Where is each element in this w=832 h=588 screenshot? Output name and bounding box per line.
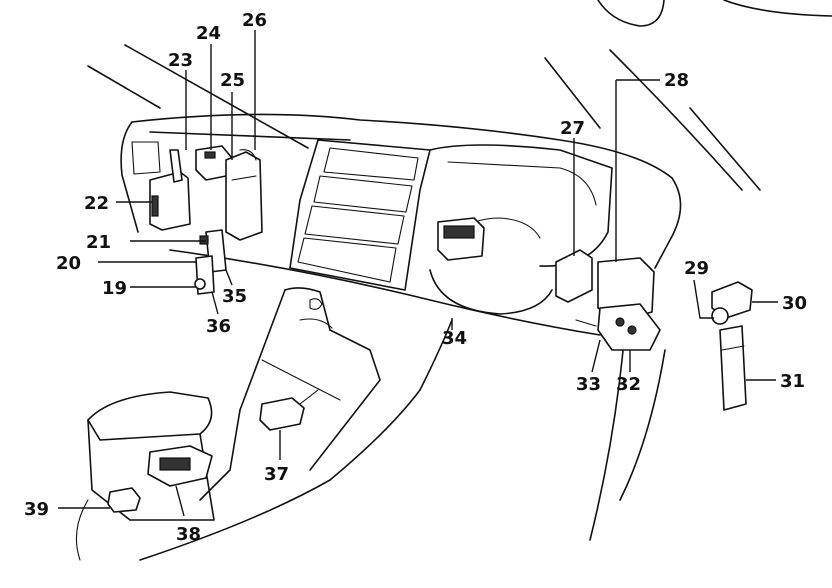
- callout-37: 37: [264, 464, 289, 485]
- callout-24: 24: [196, 23, 221, 44]
- dashboard-outline: [75, 0, 832, 561]
- callout-28: 28: [664, 70, 689, 91]
- callout-35: 35: [222, 286, 247, 307]
- callout-33: 33: [576, 374, 601, 395]
- part-31-sensor: [719, 325, 747, 411]
- callout-39: 39: [24, 499, 49, 520]
- callout-27: 27: [560, 118, 585, 139]
- callout-22: 22: [84, 193, 109, 214]
- callout-32: 32: [616, 374, 641, 395]
- part-39-connector: [107, 487, 141, 513]
- callout-26: 26: [242, 10, 267, 31]
- callout-30: 30: [782, 293, 807, 314]
- component-parts: [107, 145, 753, 513]
- part-34-switch: [437, 217, 485, 261]
- part-27-module: [555, 249, 593, 303]
- callout-31: 31: [780, 371, 805, 392]
- leader-lines: [58, 30, 778, 517]
- part-37-switch: [259, 397, 305, 431]
- callout-20: 20: [56, 253, 81, 274]
- callout-21: 21: [86, 232, 111, 253]
- callout-34: 34: [442, 328, 467, 349]
- callout-36: 36: [206, 316, 231, 337]
- callout-29: 29: [684, 258, 709, 279]
- callout-38: 38: [176, 524, 201, 545]
- callout-19: 19: [102, 278, 127, 299]
- callout-labels: 19 20 21 22 23 24 25 26 27 28 29 30 31 3…: [24, 10, 807, 545]
- callout-25: 25: [220, 70, 245, 91]
- part-25-unit: [225, 151, 263, 241]
- part-23-bracket: [169, 149, 183, 183]
- callout-23: 23: [168, 50, 193, 71]
